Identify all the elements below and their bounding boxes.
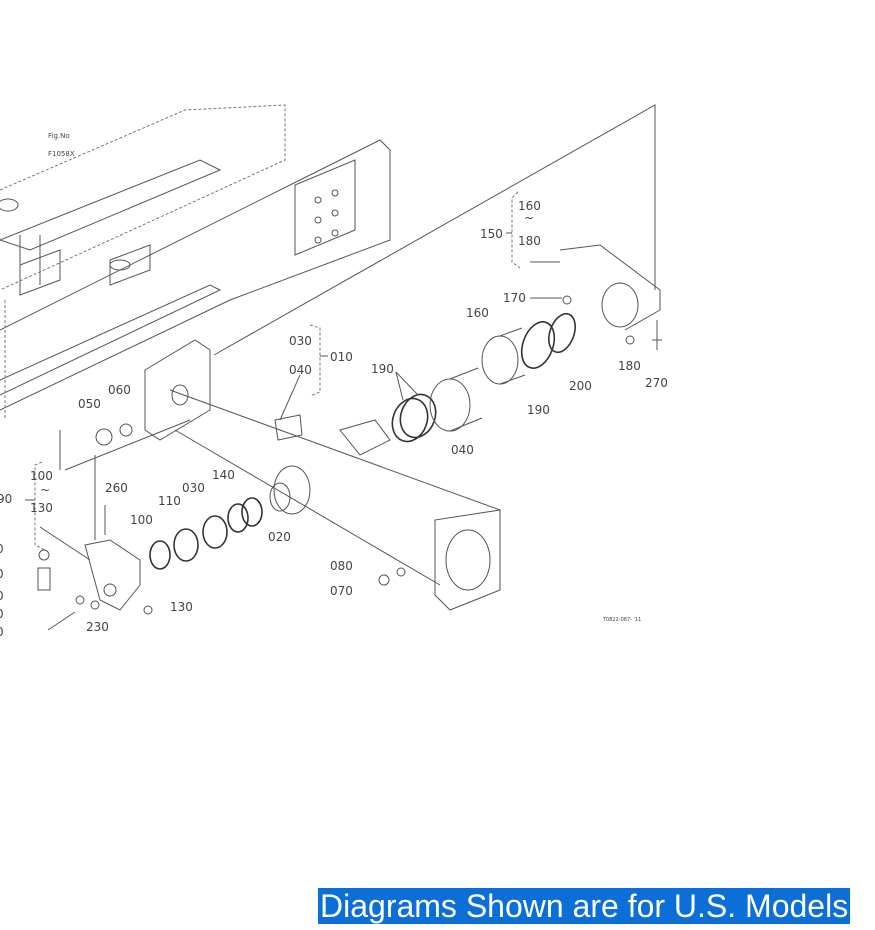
part-label[interactable]: 080 (330, 559, 353, 573)
part-label[interactable]: 130 (30, 501, 53, 515)
part-label[interactable]: 150 (480, 227, 503, 241)
part-label[interactable]: 180 (518, 234, 541, 248)
part-label[interactable]: 070 (330, 584, 353, 598)
drawing-code: T0822-087- '11 (602, 617, 641, 623)
part-label[interactable]: 230 (86, 620, 109, 634)
part-label[interactable]: 110 (158, 494, 181, 508)
axle-housing-drawing (144, 339, 501, 611)
part-label[interactable]: 130 (170, 600, 193, 614)
part-label[interactable]: 020 (268, 530, 291, 544)
part-label[interactable]: 060 (108, 383, 131, 397)
diagram-disclaimer-caption: Diagrams Shown are for U.S. Models (318, 888, 851, 924)
parts-exploded-diagram: Fig.No F1058X 030 040 010 190 040 160 19… (0, 104, 668, 639)
part-label[interactable]: 040 (451, 443, 474, 457)
range-sep: ~ (524, 211, 534, 225)
tractor-frame-drawing (0, 104, 656, 540)
leader-lines (25, 191, 562, 561)
part-labels: Fig.No F1058X 030 040 010 190 040 160 19… (0, 132, 668, 639)
part-label[interactable]: 190 (527, 403, 550, 417)
part-label[interactable]: 100 (30, 469, 53, 483)
part-label[interactable]: 140 (212, 468, 235, 482)
part-label[interactable]: 260 (105, 481, 128, 495)
part-label[interactable]: 200 (569, 379, 592, 393)
part-label[interactable]: 190 (371, 362, 394, 376)
part-label[interactable]: 180 (618, 359, 641, 373)
part-label[interactable]: 010 (330, 350, 353, 364)
part-label[interactable]: 0 (0, 542, 4, 556)
part-label[interactable]: 050 (78, 397, 101, 411)
part-label[interactable]: 90 (0, 492, 12, 506)
part-label[interactable]: 160 (466, 306, 489, 320)
part-label[interactable]: 040 (289, 363, 312, 377)
part-label[interactable]: 030 (289, 334, 312, 348)
part-label[interactable]: 030 (182, 481, 205, 495)
part-label[interactable]: 0 (0, 567, 4, 581)
part-label[interactable]: 270 (645, 376, 668, 390)
part-label[interactable]: 0 (0, 625, 4, 639)
part-label[interactable]: 160 (518, 199, 541, 213)
fig-ref-number[interactable]: F1058X (48, 150, 75, 158)
part-label[interactable]: 170 (503, 291, 526, 305)
part-label[interactable]: 0 (0, 589, 4, 603)
part-label[interactable]: 0 (0, 607, 4, 621)
part-label[interactable]: 100 (130, 513, 153, 527)
seal-rings-drawing (37, 244, 662, 631)
fig-ref-label: Fig.No (48, 132, 70, 140)
range-sep: ~ (40, 483, 50, 497)
